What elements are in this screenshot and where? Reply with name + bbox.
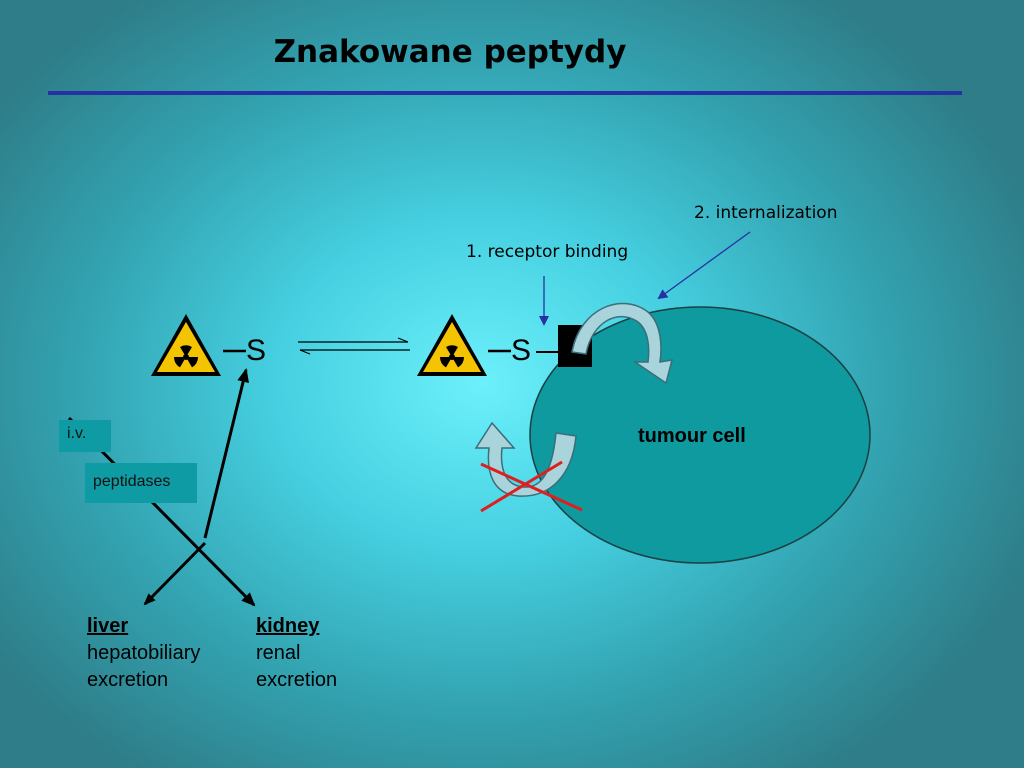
radiation-hazard-icon	[417, 314, 487, 376]
receptor-binding-label: 1. receptor binding	[466, 242, 629, 262]
tumour-cell-label: tumour cell	[638, 425, 746, 447]
recycling-arrow-icon	[474, 421, 577, 497]
peptide-symbol-left: S	[246, 334, 267, 367]
kidney-line1: renal	[256, 642, 301, 664]
title-rule	[48, 91, 962, 95]
peptide-symbol-right: S	[511, 334, 532, 367]
return-arrow	[203, 368, 249, 539]
tumour-cell-body	[529, 306, 871, 564]
iv-label: i.v.	[59, 420, 111, 452]
kidney-line2: excretion	[256, 669, 338, 691]
internalization-label: 2. internalization	[694, 203, 838, 223]
liver-line1: hepatobiliary	[87, 642, 201, 664]
kidney-heading: kidney	[256, 615, 320, 637]
kidney-block: kidney renal excretion	[256, 613, 337, 694]
liver-block: liver hepatobiliary excretion	[87, 613, 200, 694]
cross-mark-icon	[480, 460, 583, 513]
equilibrium-arrows-icon	[298, 337, 410, 355]
slide-title: Znakowane peptydy	[273, 34, 627, 70]
peptidases-label: peptidases	[85, 463, 197, 503]
internalization-arrow-icon	[571, 302, 674, 385]
radiation-hazard-icon	[151, 314, 221, 376]
internalization-pointer	[657, 231, 751, 300]
liver-pathway-arrow	[143, 541, 207, 606]
liver-heading: liver	[87, 615, 129, 637]
liver-line2: excretion	[87, 669, 169, 691]
